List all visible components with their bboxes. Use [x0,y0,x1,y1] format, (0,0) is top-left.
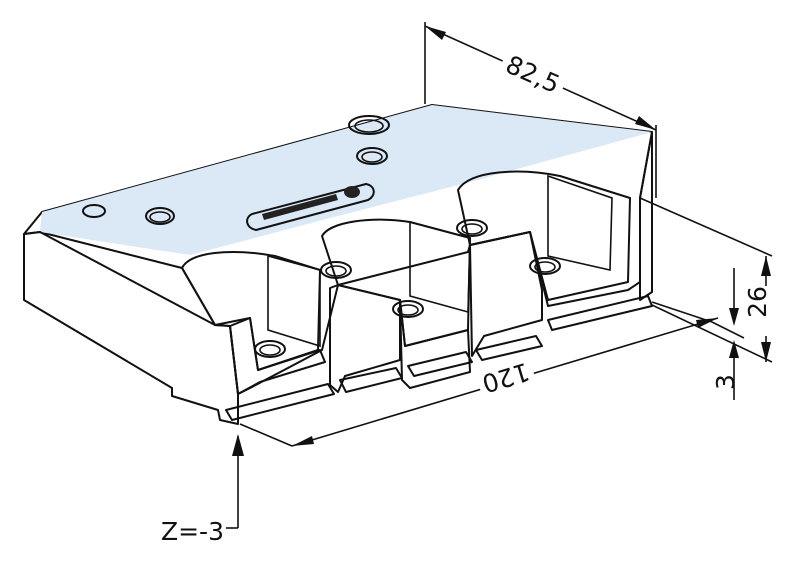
length-label: 120 [479,357,533,398]
hole [145,207,175,225]
rail-2 [407,351,473,377]
datum-z: Z=-3 [161,434,244,546]
pocket-left-wall [267,254,321,348]
hole [461,223,483,235]
rail-3 [475,335,543,361]
pocket-middle-wall [409,220,471,314]
hole [82,204,106,218]
rail-left [225,383,335,421]
pocket-left-bottom [229,317,326,395]
groove-label: 3 [711,374,740,390]
hole [149,211,171,223]
height-label: 26 [743,286,772,318]
dim-length: 120 [239,301,719,447]
tooth-2 [399,299,471,389]
hole [254,340,286,358]
hole [456,219,488,237]
dim-height: 26 [639,197,780,363]
plate-right-face [639,131,653,301]
hole [259,344,281,356]
hole [529,257,561,275]
rail-4 [547,295,653,331]
tooth-1 [329,284,401,393]
pocket-right-wall [547,174,613,271]
pocket-right [457,170,631,301]
dimensions: 82,5 120 26 3 [161,22,780,546]
hole [397,304,419,316]
clamping-plate [23,104,653,425]
holes [82,115,561,358]
hole [361,151,383,163]
plate-front-face [23,231,239,425]
dim-groove: 3 [711,268,745,400]
pocket-left [181,251,321,371]
tooth-3 [469,231,543,357]
hole [354,119,384,133]
hole [534,261,556,273]
logo-plate [246,183,375,231]
hole [392,300,424,318]
hole [356,147,388,165]
hole [320,261,352,279]
hole [348,115,390,135]
rail-1 [339,367,403,393]
datum-label: Z=-3 [161,517,224,546]
plate-top-surface [40,105,652,255]
hole [325,265,347,277]
